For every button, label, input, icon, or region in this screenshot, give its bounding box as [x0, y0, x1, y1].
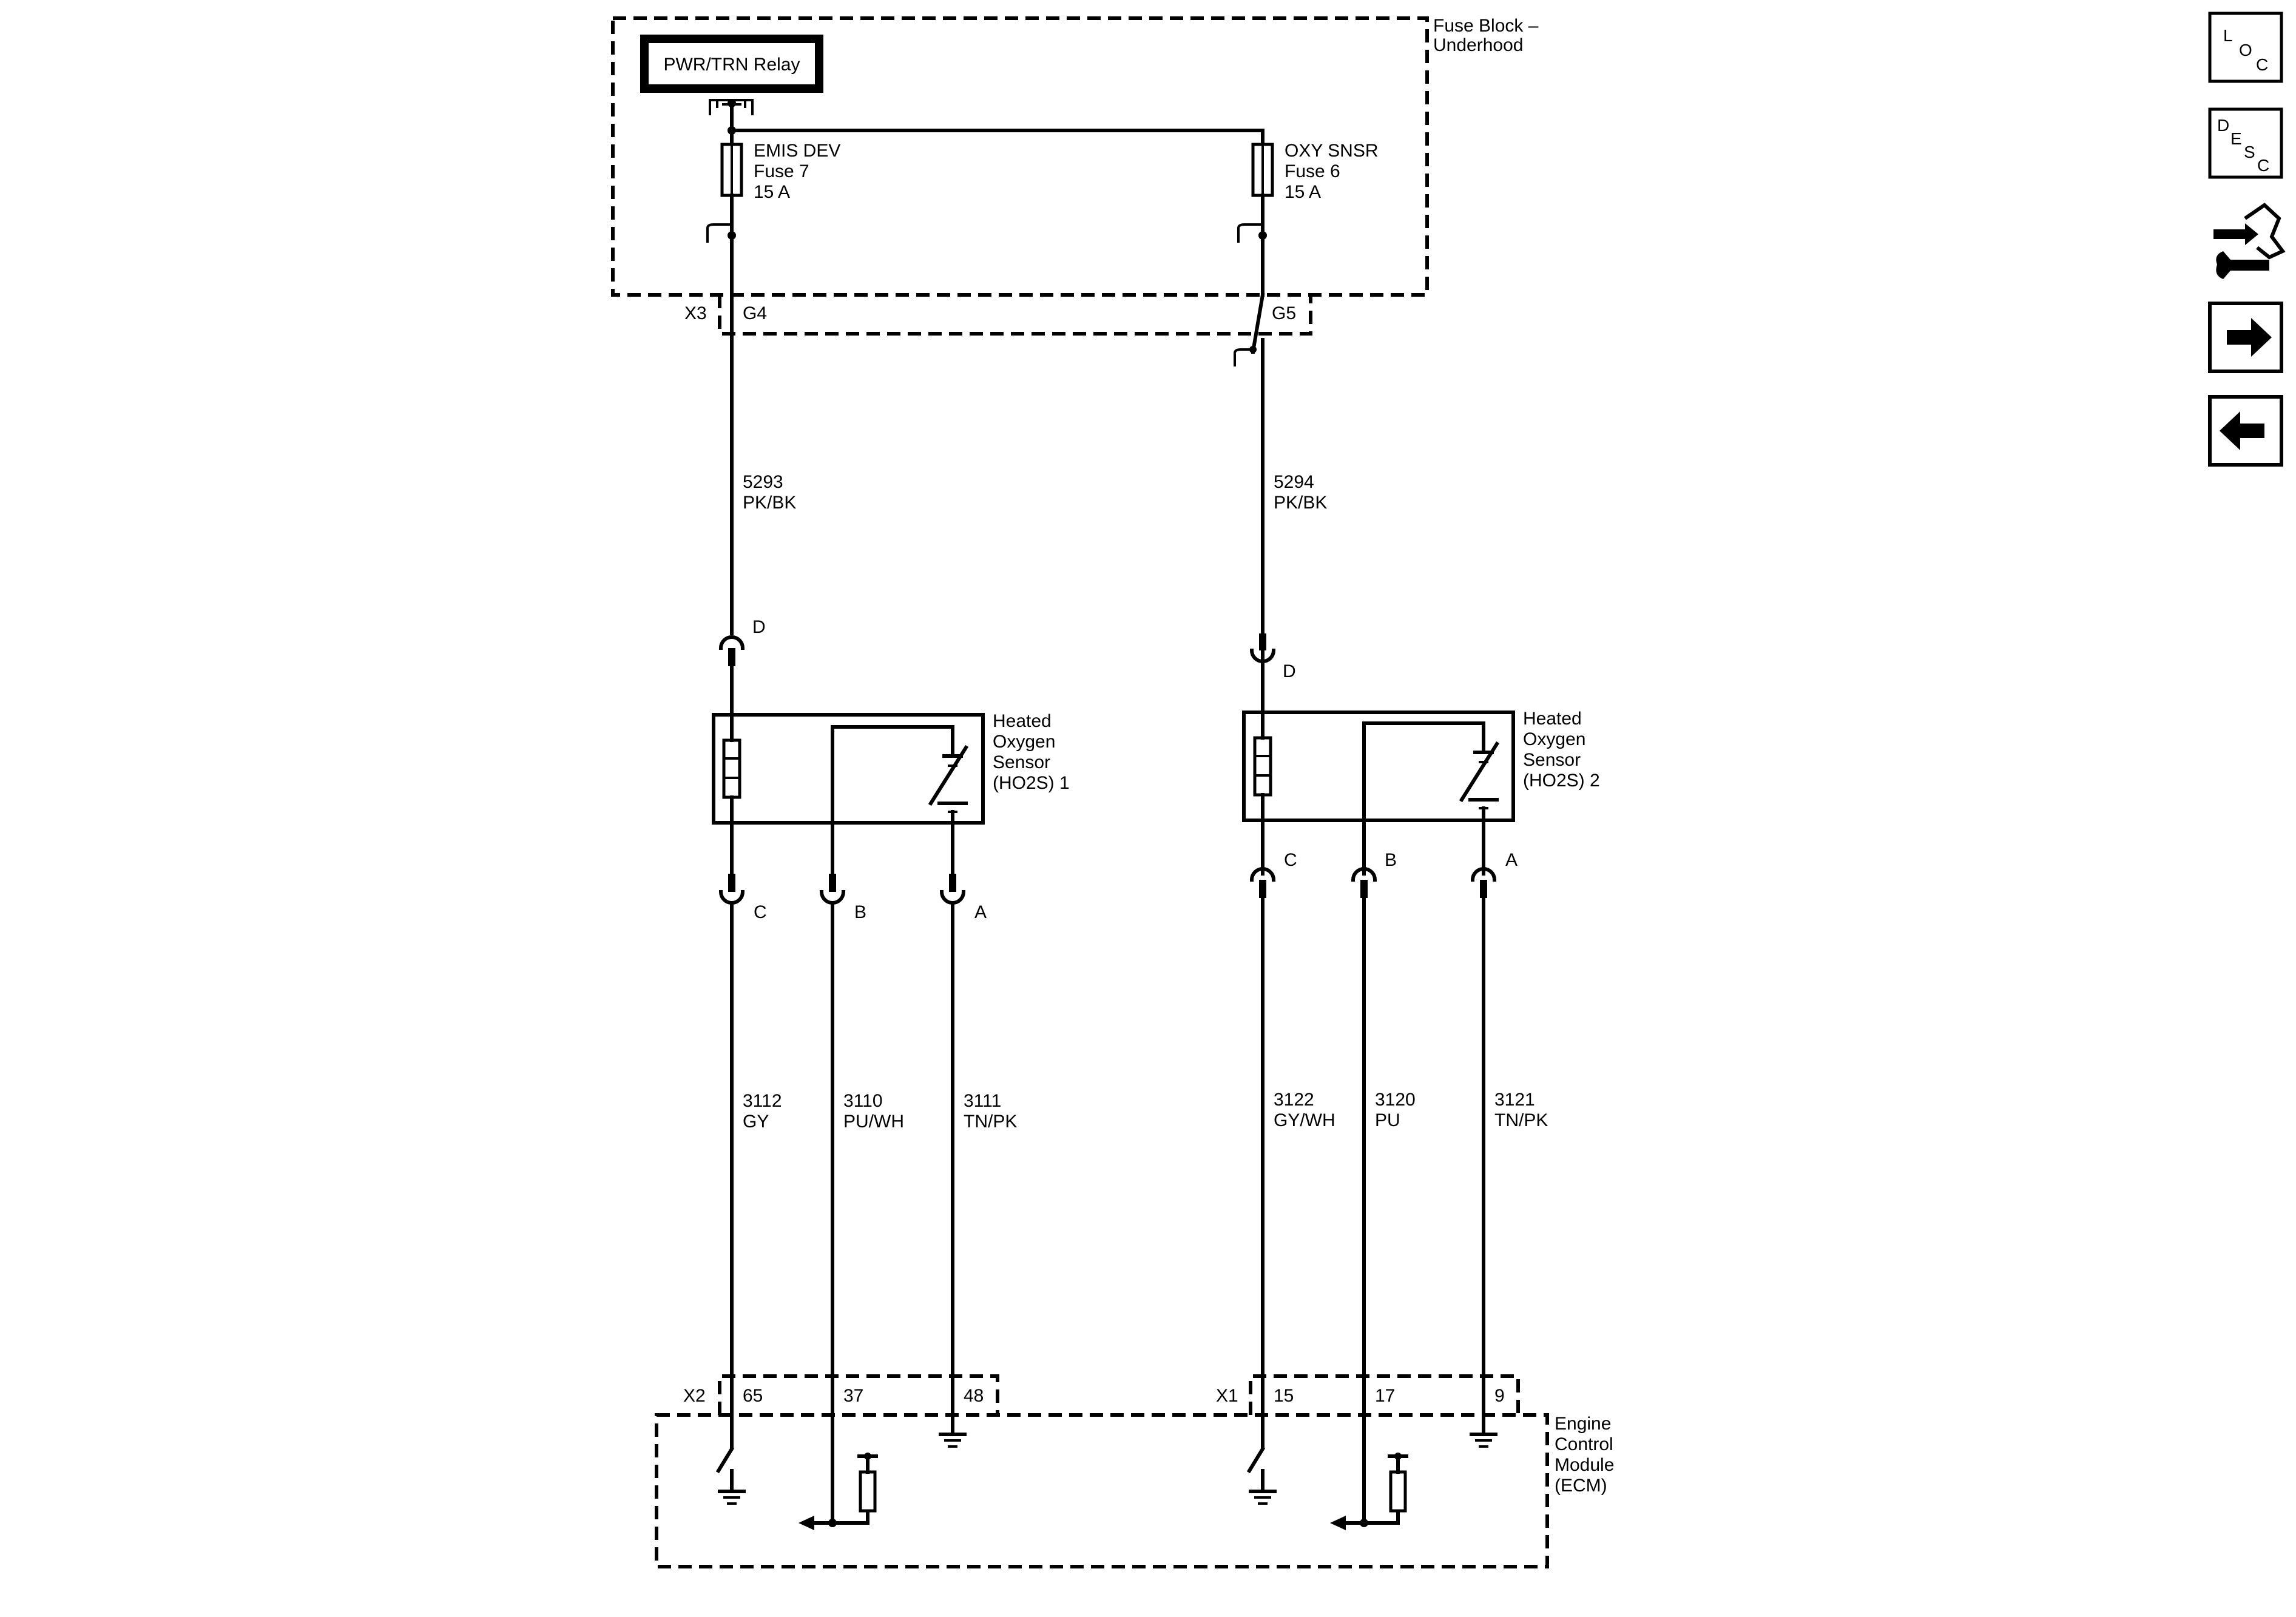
wire-3122-circuit: 3122: [1274, 1090, 1314, 1110]
engine-control-module: Engine Control Module (ECM): [655, 1374, 1614, 1568]
sensor2-label-2: Oxygen: [1523, 729, 1585, 749]
connector-wrench-icon[interactable]: [2213, 203, 2286, 279]
sensor1-pin-d-label: D: [752, 617, 766, 637]
wire-3111-color: TN/PK: [964, 1112, 1017, 1132]
wire-3110-color: PU/WH: [843, 1112, 904, 1132]
sensor1-label-4: (HO2S) 1: [993, 773, 1070, 793]
wire-3112-circuit: 3112: [743, 1091, 782, 1111]
wire-3120-color: PU: [1375, 1110, 1400, 1130]
desc-letter-e: E: [2230, 129, 2242, 148]
ecm-low-reference-1: [939, 1374, 967, 1448]
ecm-heater-driver-2: [1246, 1374, 1277, 1505]
fuse-block-title-2: Underhood: [1433, 35, 1523, 55]
heated-oxygen-sensor-1: Heated Oxygen Sensor (HO2S) 1: [712, 711, 1070, 825]
fuse-block: Fuse Block – Underhood PWR/TRN Relay EMI…: [611, 16, 1539, 297]
ecm-label-3: Module: [1555, 1455, 1614, 1475]
pin-g4: G4: [743, 303, 767, 323]
sensor2-label-1: Heated: [1523, 709, 1582, 729]
pin-17: 17: [1375, 1386, 1395, 1406]
ecm-label-4: (ECM): [1555, 1476, 1607, 1496]
ecm-signal-input-2: [1330, 1374, 1408, 1530]
wire-5294-color: PK/BK: [1274, 493, 1327, 513]
loc-letter-c: C: [2256, 55, 2268, 74]
desc-letter-d: D: [2217, 116, 2229, 135]
sensor1-pin-a: A: [974, 902, 987, 922]
wire-5294-circuit: 5294: [1274, 472, 1314, 492]
sensor1-heater: [722, 738, 741, 799]
sensor2-heater: [1253, 736, 1272, 797]
fuse-6-number: Fuse 6: [1285, 161, 1340, 181]
sensor1-label-1: Heated: [993, 711, 1052, 731]
wire-3121-color: TN/PK: [1494, 1110, 1548, 1130]
sensor1-pin-c: C: [754, 902, 767, 922]
sensor1-label-3: Sensor: [993, 752, 1050, 772]
ecm-heater-driver-1: [715, 1374, 746, 1505]
fuse-7-name: EMIS DEV: [754, 141, 840, 161]
sensor2-pin-c: C: [1284, 850, 1297, 870]
pin-15: 15: [1274, 1386, 1294, 1406]
loc-letter-l: L: [2223, 26, 2233, 45]
sensor1-label-2: Oxygen: [993, 732, 1055, 752]
ecm-low-reference-2: [1470, 1374, 1497, 1448]
desc-letter-s: S: [2244, 143, 2255, 161]
ecm-label-2: Control: [1555, 1434, 1613, 1454]
pin-48: 48: [964, 1386, 984, 1406]
wire-3120-circuit: 3120: [1375, 1090, 1416, 1110]
pin-g5: G5: [1272, 303, 1296, 323]
sensor2-pin-d-label: D: [1283, 661, 1296, 681]
fuse-7-rating: 15 A: [754, 182, 790, 202]
ecm-label-1: Engine: [1555, 1414, 1611, 1434]
bottom-wires: 3112 GY 3110 PU/WH 3111 TN/PK 3122 GY/WH…: [730, 896, 1548, 1378]
connector-x3: X3 G4 G5: [684, 295, 1312, 336]
nav-toolbar: L O C D E S C: [2208, 12, 2286, 467]
wire-3122-color: GY/WH: [1274, 1110, 1335, 1130]
ecm-signal-input-1: [799, 1374, 878, 1530]
wire-3112-color: GY: [743, 1112, 769, 1132]
arrow-left-icon[interactable]: [2208, 395, 2283, 467]
arrow-right-icon[interactable]: [2208, 302, 2283, 373]
sensor1-pin-b: B: [854, 902, 866, 922]
relay-label: PWR/TRN Relay: [663, 55, 800, 75]
loc-button[interactable]: L O C: [2208, 12, 2283, 83]
sensor2-label-4: (HO2S) 2: [1523, 771, 1600, 791]
connector-x1-label: X1: [1216, 1386, 1238, 1406]
connector-x3-label: X3: [684, 303, 707, 323]
connector-x2-label: X2: [683, 1386, 706, 1406]
loc-letter-o: O: [2239, 41, 2252, 59]
wire-3111-circuit: 3111: [964, 1091, 1001, 1111]
connector-x1: X1 15 17 9: [1216, 1374, 1520, 1415]
fuse-6-rating: 15 A: [1285, 182, 1321, 202]
fuse-block-title-1: Fuse Block –: [1433, 16, 1539, 36]
sensor1-pin-d: D: [718, 617, 766, 717]
wire-5293-circuit: 5293: [743, 472, 783, 492]
fuse-6-name: OXY SNSR: [1285, 141, 1379, 161]
desc-button[interactable]: D E S C: [2208, 107, 2283, 179]
sensor2-bottom-pins: C B A: [1249, 819, 1518, 898]
sensor2-pin-a: A: [1505, 850, 1518, 870]
pin-9: 9: [1494, 1386, 1505, 1406]
wire-5293-color: PK/BK: [743, 493, 796, 513]
sensor2-pin-b: B: [1385, 850, 1397, 870]
pin-37: 37: [843, 1386, 863, 1406]
wire-5293: 5293 PK/BK: [730, 234, 796, 635]
wire-3110-circuit: 3110: [843, 1091, 883, 1111]
relay-box: [640, 35, 823, 93]
wire-3121-circuit: 3121: [1494, 1090, 1535, 1110]
sensor1-bottom-pins: C B A: [718, 821, 987, 922]
sensor2-label-3: Sensor: [1523, 750, 1581, 770]
desc-letter-c: C: [2257, 156, 2269, 175]
fuse-7-number: Fuse 7: [754, 161, 809, 181]
heated-oxygen-sensor-2: Heated Oxygen Sensor (HO2S) 2: [1242, 709, 1600, 822]
connector-x2: X2 65 37 48: [683, 1374, 999, 1415]
sensor2-pin-d: D: [1249, 633, 1296, 714]
wire-5294: 5294 PK/BK: [1234, 234, 1327, 635]
pin-65: 65: [743, 1386, 763, 1406]
